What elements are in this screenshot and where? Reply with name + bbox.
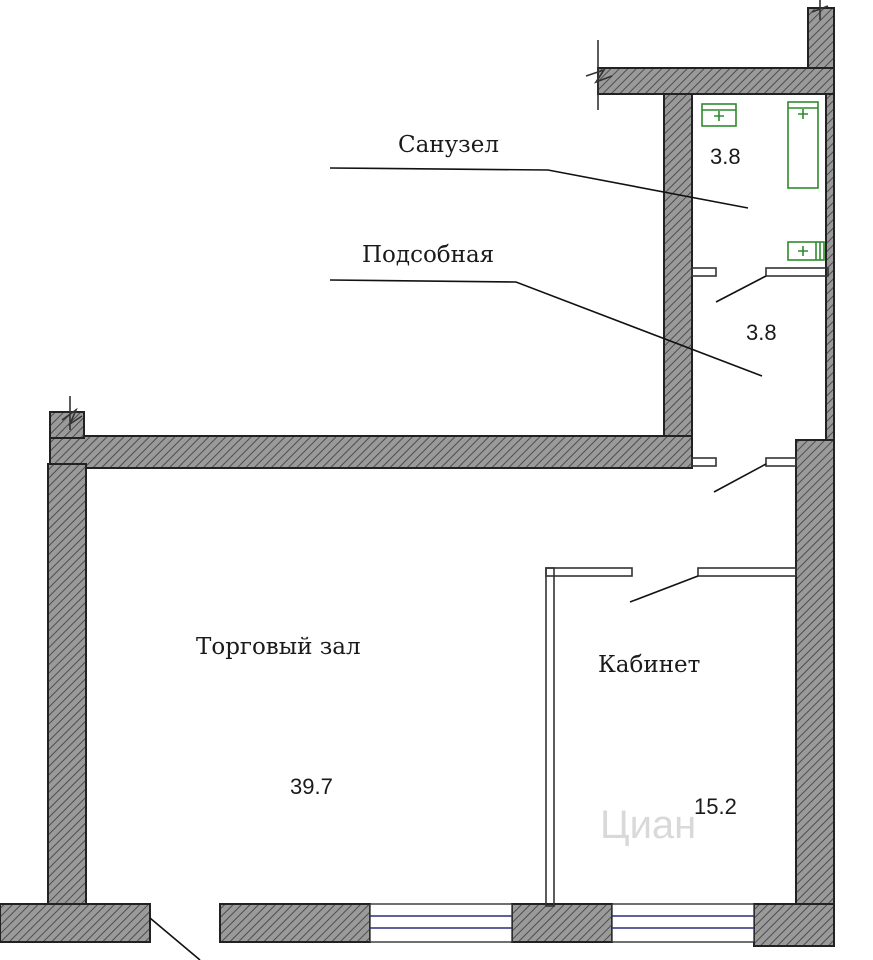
room-area-sanuzel: 3.8 bbox=[710, 144, 741, 169]
wall-bottom-mid-left bbox=[219, 903, 371, 943]
partitions bbox=[545, 267, 829, 907]
wall-bottom-left bbox=[0, 903, 151, 943]
wall-bottom-right bbox=[753, 903, 835, 947]
leader-sanuzel bbox=[329, 167, 749, 209]
partition-util-hall-right bbox=[765, 457, 797, 467]
leader-podsobnaya bbox=[329, 279, 763, 377]
walls bbox=[0, 7, 835, 947]
room-label-torgovyi: Торговый зал bbox=[196, 634, 361, 660]
wall-right-lower bbox=[795, 439, 835, 911]
room-area-torgovyi: 39.7 bbox=[290, 774, 333, 799]
partition-bath-util-right bbox=[765, 267, 829, 277]
label-leaders bbox=[329, 167, 763, 377]
wall-hall-top bbox=[49, 435, 693, 469]
bathtub-icon bbox=[787, 101, 819, 189]
room-area-podsobnaya: 3.8 bbox=[746, 320, 777, 345]
partition-util-hall-left bbox=[691, 457, 717, 467]
partition-cabinet-top-left bbox=[545, 567, 633, 577]
wall-right-upper bbox=[825, 93, 835, 441]
room-label-sanuzel: Санузел bbox=[398, 132, 499, 158]
windows bbox=[369, 903, 755, 943]
wall-left bbox=[47, 463, 87, 909]
door-utility bbox=[713, 463, 767, 493]
doors bbox=[149, 275, 767, 960]
window-left bbox=[369, 903, 513, 943]
fixtures bbox=[701, 101, 825, 261]
door-cabinet bbox=[629, 575, 699, 603]
door-entrance bbox=[149, 917, 201, 960]
room-label-podsobnaya: Подсобная bbox=[362, 242, 494, 268]
wall-utility-left bbox=[663, 93, 693, 469]
room-area-kabinet: 15.2 bbox=[694, 794, 737, 819]
sink-icon bbox=[701, 103, 737, 127]
wall-bottom-pier bbox=[511, 903, 613, 943]
room-label-kabinet: Кабинет bbox=[598, 652, 700, 678]
wall-bathroom-top bbox=[597, 67, 835, 95]
door-bathroom bbox=[715, 275, 767, 303]
toilet-icon bbox=[787, 241, 825, 261]
wall-top-right-stub bbox=[807, 7, 835, 71]
partition-cabinet-top-right bbox=[697, 567, 797, 577]
watermark-logo: Циан bbox=[600, 803, 696, 847]
window-right bbox=[611, 903, 755, 943]
break-marks bbox=[61, 0, 829, 430]
partition-bath-util-left bbox=[691, 267, 717, 277]
partition-cabinet-left bbox=[545, 567, 555, 907]
